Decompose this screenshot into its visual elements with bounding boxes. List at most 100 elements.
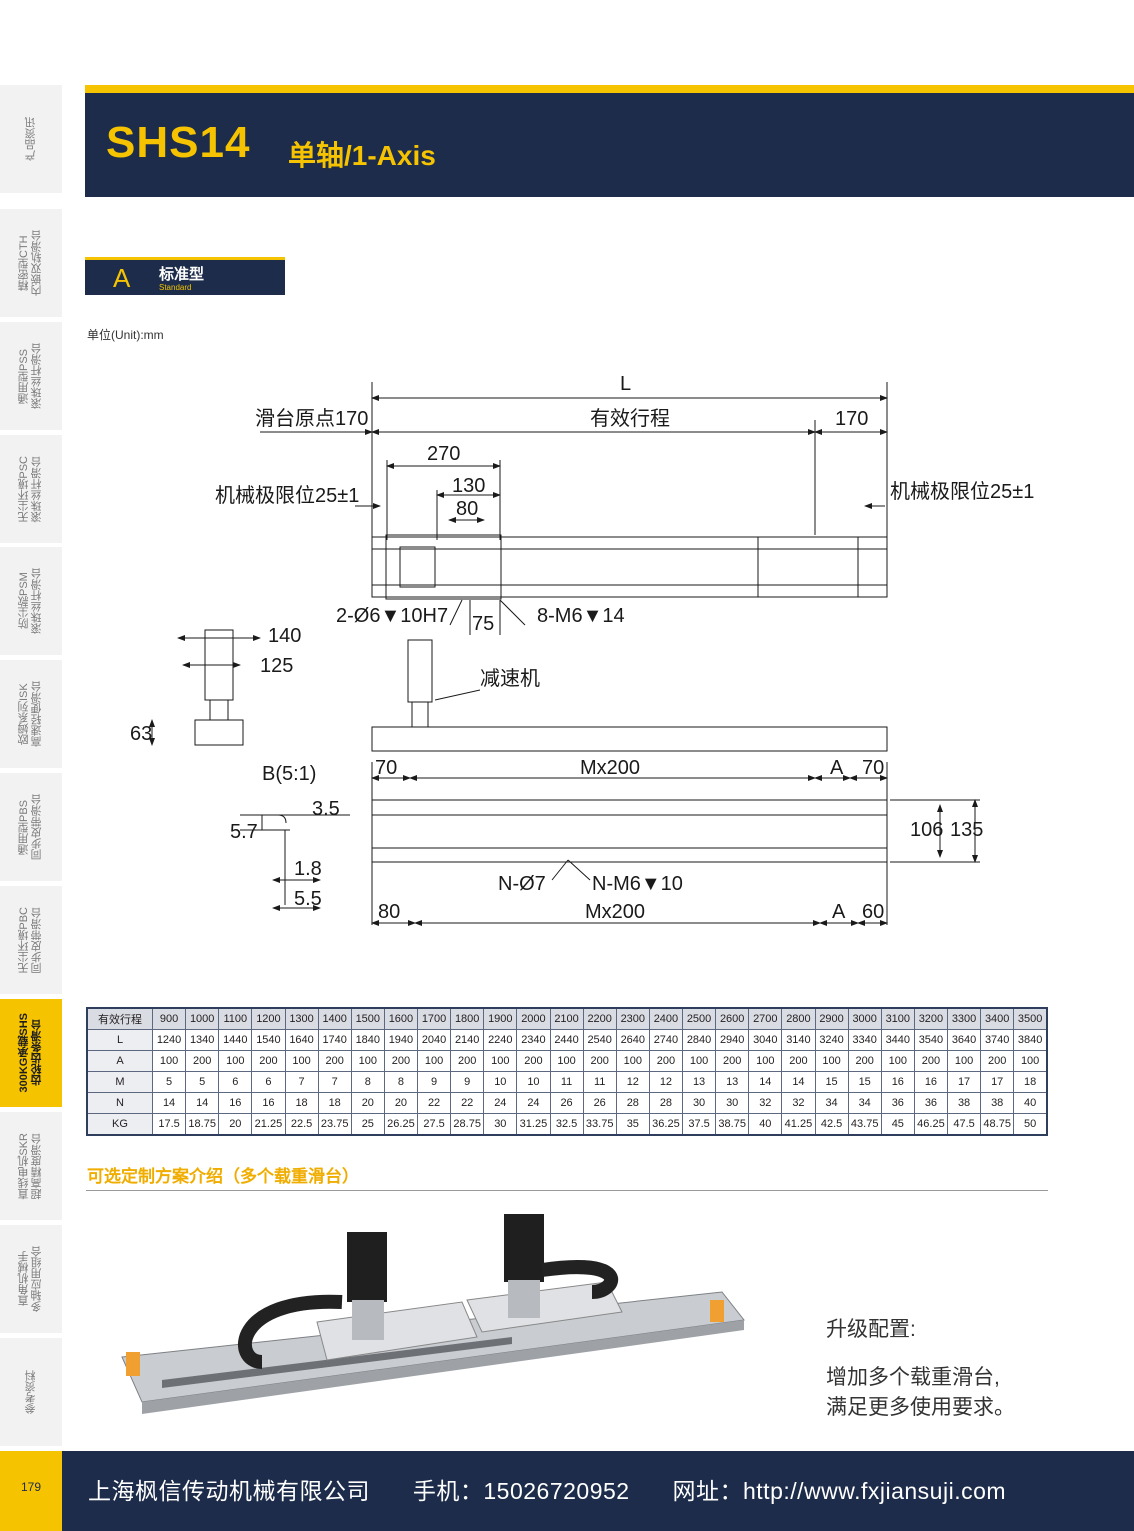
table-cell: 15 [847, 1071, 882, 1093]
table-cell: 100 [416, 1050, 452, 1072]
table-header-cell: 2400 [648, 1007, 684, 1030]
footer-website[interactable]: 网址：http://www.fxjiansuji.com [672, 1478, 1007, 1504]
table-cell: 20 [350, 1092, 385, 1114]
table-cell: 14 [781, 1071, 816, 1093]
options-title: 可选定制方案介绍（多个载重滑台） [87, 1167, 359, 1186]
table-cell: 1740 [317, 1029, 352, 1051]
sidebar-item-reference[interactable]: 参考资料 [0, 1338, 62, 1447]
table-cell: 100 [350, 1050, 385, 1072]
table-cell: 37.5 [681, 1113, 717, 1136]
dim-60: 60 [862, 901, 884, 923]
screw-holes: 8-M6▼14 [537, 605, 625, 627]
table-header-cell: 2500 [681, 1007, 717, 1030]
table-cell: 28 [648, 1092, 684, 1114]
dim-170: 170 [835, 408, 868, 430]
table-cell: 30 [715, 1092, 750, 1114]
upgrade-title: 升级配置: [826, 1318, 916, 1341]
table-cell: 3340 [847, 1029, 882, 1051]
table-cell: 200 [185, 1050, 220, 1072]
table-cell: 18 [317, 1092, 352, 1114]
page-subtitle: 单轴/1-Axis [288, 140, 436, 171]
table-cell: 200 [516, 1050, 551, 1072]
table-cell: 3240 [814, 1029, 849, 1051]
table-cell: 13 [715, 1071, 750, 1093]
sidebar-item-label: 防尘款PSM 滚珠丝杆滑台 [18, 568, 43, 634]
table-cell: 30 [483, 1113, 518, 1136]
table-cell: 38 [980, 1092, 1015, 1114]
sidebar-item-pbc[interactable]: 无尘环境PBC 同步皮带滑台 [0, 886, 62, 995]
sidebar-item-isk[interactable]: 欧姆系列ISK 高速轻便滑台 [0, 660, 62, 769]
sidebar-item-product-info[interactable]: 产品资讯 [0, 85, 62, 194]
table-cell: 41.25 [781, 1113, 816, 1136]
sidebar-item-label: 通用型PBS 同步皮带滑台 [18, 794, 43, 860]
table-cell: 15 [814, 1071, 849, 1093]
table-cell: 14 [748, 1071, 783, 1093]
table-cell: 32 [781, 1092, 816, 1114]
table-cell: 200 [317, 1050, 352, 1072]
table-header-cell: 900 [151, 1007, 187, 1030]
product-image [121, 1214, 745, 1414]
table-cell: 46.25 [913, 1113, 949, 1136]
header-accent-line [85, 85, 1134, 93]
table-cell: 34 [847, 1092, 882, 1114]
page-title: SHS14 [106, 118, 251, 167]
section-badge: A 标准型 Standard [85, 257, 285, 295]
table-cell: 3140 [781, 1029, 816, 1051]
table-cell: 22.5 [284, 1113, 319, 1136]
table-cell: 2340 [516, 1029, 551, 1051]
sidebar-item-cth[interactable]: 精密型CTH 内嵌双轨滑台 [0, 209, 62, 318]
table-row-label: A [86, 1050, 153, 1072]
table-cell: 25 [350, 1113, 385, 1136]
sidebar-item-pss[interactable]: 通用型PSS 滚珠丝杆滑台 [0, 322, 62, 431]
table-cell: 200 [251, 1050, 286, 1072]
dim-135: 135 [950, 819, 983, 841]
table-cell: 34 [814, 1092, 849, 1114]
footer-band [62, 1451, 1134, 1531]
reducer-label: 减速机 [480, 667, 540, 690]
table-cell: 36 [880, 1092, 915, 1114]
table-cell: 12 [615, 1071, 650, 1093]
table-cell: 35 [615, 1113, 650, 1136]
table-cell: 24 [516, 1092, 551, 1114]
table-cell: 100 [218, 1050, 253, 1072]
table-cell: 5 [151, 1071, 187, 1093]
limit-right: 机械极限位25±1 [890, 480, 1034, 503]
table-cell: 26 [549, 1092, 584, 1114]
table-header-cell: 3000 [847, 1007, 882, 1030]
dim-70-right: 70 [862, 757, 884, 779]
table-cell: 11 [582, 1071, 617, 1093]
table-header-cell: 3200 [913, 1007, 949, 1030]
table-cell: 1240 [151, 1029, 187, 1051]
table-header-cell: 3300 [946, 1007, 982, 1030]
table-cell: 100 [549, 1050, 584, 1072]
dim-75: 75 [472, 613, 494, 635]
table-cell: 30 [681, 1092, 717, 1114]
table-cell: 7 [317, 1071, 352, 1093]
dim-L: L [620, 373, 631, 395]
upgrade-line-1: 增加多个载重滑台, [826, 1366, 1000, 1389]
table-cell: 11 [549, 1071, 584, 1093]
dim-70-left: 70 [375, 757, 397, 779]
sidebar-item-psm[interactable]: 防尘款PSM 滚珠丝杆滑台 [0, 547, 62, 656]
sidebar-item-pbs[interactable]: 通用型PBS 同步皮带滑台 [0, 773, 62, 882]
table-cell: 200 [980, 1050, 1015, 1072]
sidebar-item-psc[interactable]: 无尘环境PSC 滚珠丝杆滑台 [0, 435, 62, 544]
dim-80: 80 [456, 498, 478, 520]
table-cell: 3440 [880, 1029, 915, 1051]
upgrade-note: 升级配置: 增加多个载重滑台, 满足更多使用要求。 [826, 1315, 1015, 1423]
sidebar-item-label: 无尘环境PSC 滚珠丝杆滑台 [18, 455, 43, 523]
table-cell: 26 [582, 1092, 617, 1114]
sidebar-item-robot[interactable]: 直角机械手 多轴应用组合 [0, 1225, 62, 1334]
sidebar-item-shs[interactable]: 300KG承载SHS 齿轮齿条滑台 [0, 999, 62, 1108]
table-header-cell: 3100 [880, 1007, 915, 1030]
dim-130: 130 [452, 475, 485, 497]
table-cell: 9 [416, 1071, 452, 1093]
table-cell: 42.5 [814, 1113, 849, 1136]
table-cell: 100 [1013, 1050, 1048, 1072]
table-row-label: KG [86, 1113, 153, 1136]
sidebar-item-skr[interactable]: 直线电机SKR 超高精度滑台 [0, 1112, 62, 1221]
dim-63: 63 [130, 723, 152, 745]
dim-a-bottom: A [832, 901, 846, 923]
